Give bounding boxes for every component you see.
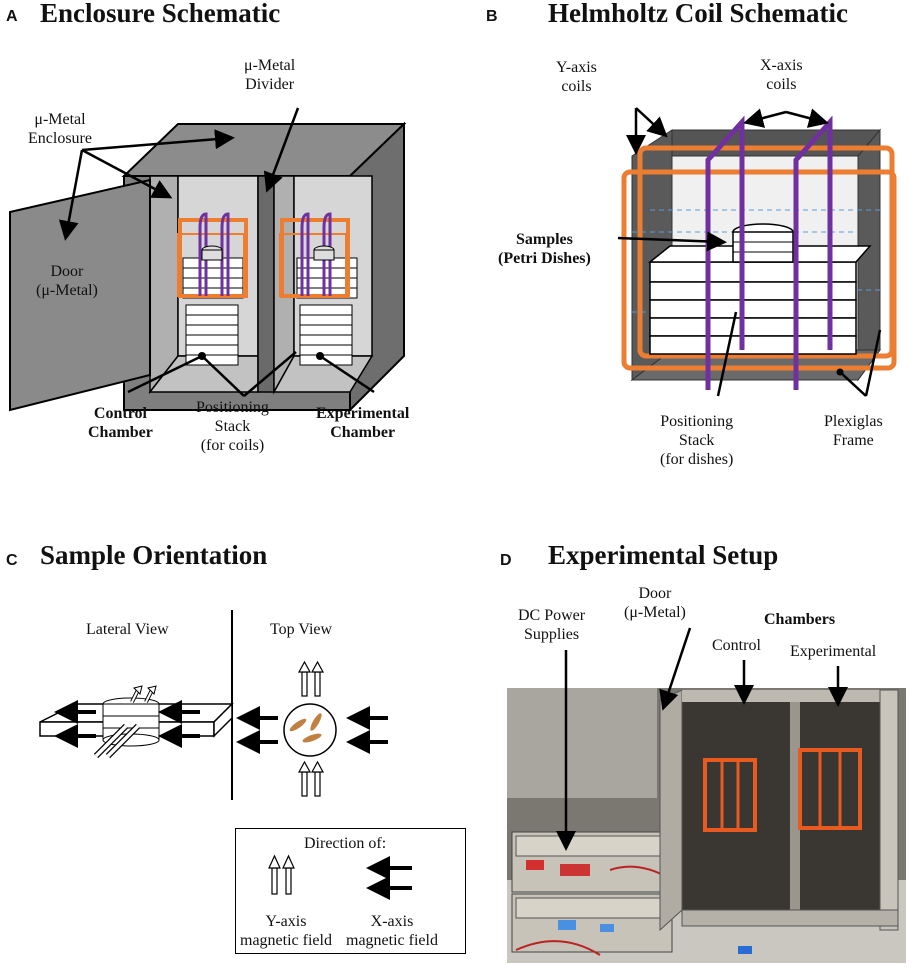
chambers-label: Chambers [764, 611, 836, 628]
door-mu-metal-label: Door(μ-Metal) [624, 585, 686, 621]
panel-b-letter: B [486, 8, 498, 25]
door-label: Door(μ-Metal) [36, 263, 98, 299]
lateral-view-label: Lateral View [86, 621, 169, 638]
control-label: Control [712, 637, 761, 654]
samples-label: Samples(Petri Dishes) [498, 231, 591, 267]
panel-d-title: Experimental Setup [548, 540, 779, 570]
panel-a-letter: A [6, 8, 18, 25]
power-supply-units [511, 831, 673, 956]
panel-b-title: Helmholtz Coil Schematic [548, 0, 848, 28]
experimental-label: Experimental [790, 643, 877, 660]
top-view-label: Top View [270, 621, 333, 638]
legend-title: Direction of: [304, 835, 387, 852]
left-positioning-stack [177, 212, 248, 366]
right-positioning-stack [279, 212, 358, 366]
panel-c-title: Sample Orientation [40, 540, 268, 570]
panel-a-title: Enclosure Schematic [40, 0, 281, 28]
direction-legend [235, 828, 466, 954]
panel-c-letter: C [6, 552, 18, 569]
panel-d-letter: D [500, 552, 512, 569]
